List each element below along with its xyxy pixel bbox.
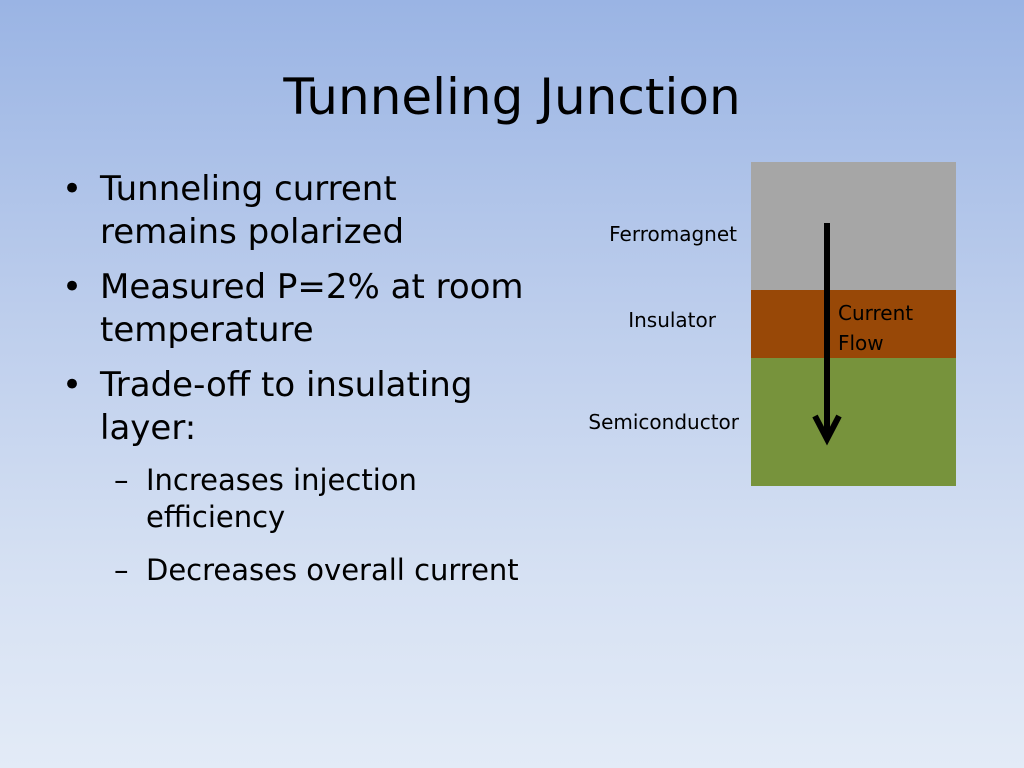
sub-bullet-item: – Increases injection efficiency xyxy=(60,462,530,536)
slide-title: Tunneling Junction xyxy=(283,68,741,126)
bullet-marker: • xyxy=(62,267,83,307)
bullet-text: Measured P=2% at room temperature xyxy=(100,267,524,350)
ferromagnet-label: Ferromagnet xyxy=(609,222,737,246)
sub-bullet-item: – Decreases overall current xyxy=(60,552,530,589)
bullet-item: • Tunneling current remains polarized xyxy=(60,168,530,254)
insulator-label: Insulator xyxy=(628,308,716,332)
bullet-list: • Tunneling current remains polarized • … xyxy=(60,168,530,605)
sub-bullet-text: Decreases overall current xyxy=(146,553,519,587)
current-flow-label: Current Flow xyxy=(838,301,914,355)
bullet-marker: • xyxy=(62,169,83,209)
bullet-text: Trade-off to insulating layer: xyxy=(100,365,473,448)
semiconductor-label: Semiconductor xyxy=(588,410,739,434)
insulator-layer xyxy=(751,290,956,358)
junction-diagram xyxy=(751,162,956,486)
bullet-item: • Trade-off to insulating layer: xyxy=(60,364,530,450)
bullet-item: • Measured P=2% at room temperature xyxy=(60,266,530,352)
sub-bullet-marker: – xyxy=(114,553,129,587)
semiconductor-layer xyxy=(751,358,956,486)
bullet-text: Tunneling current remains polarized xyxy=(100,169,405,252)
bullet-marker: • xyxy=(62,365,83,405)
ferromagnet-layer xyxy=(751,162,956,290)
sub-bullet-text: Increases injection efficiency xyxy=(146,463,417,534)
sub-bullet-marker: – xyxy=(114,463,129,497)
